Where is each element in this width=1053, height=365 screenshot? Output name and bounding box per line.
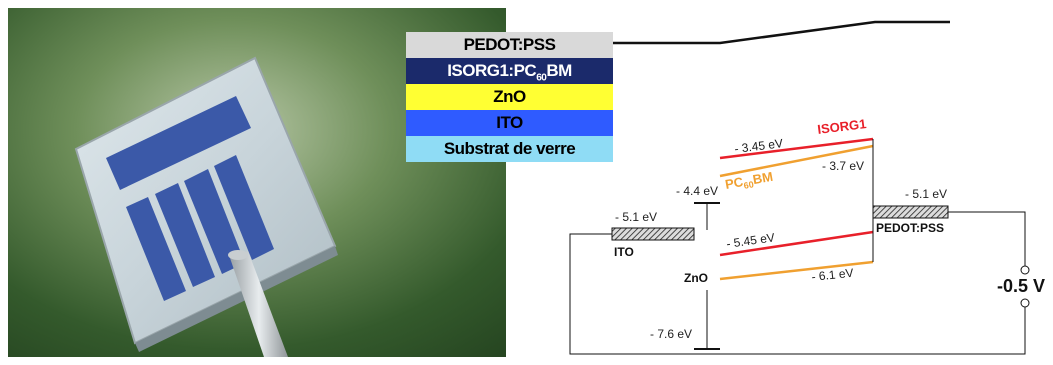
isorg1-lumo-line: [719, 137, 874, 160]
layer-active-label: ISORG1:PC: [447, 61, 537, 80]
layer-zno-label: ZnO: [493, 87, 526, 106]
layer-active-subscript: 60: [536, 72, 547, 84]
layer-pedot-label: PEDOT:PSS: [463, 35, 556, 54]
pedot-electrode: [872, 205, 949, 219]
isorg1-label: ISORG1: [817, 116, 868, 137]
layer-zno: ZnO: [406, 84, 613, 110]
bias-voltage-label: -0.5 V: [997, 276, 1045, 296]
zno-bottom-label: - 7.6 eV: [650, 327, 692, 341]
layer-substrate-label: Substrat de verre: [443, 139, 576, 158]
circuit-wire-right: [948, 211, 1026, 266]
layer-substrate: Substrat de verre: [406, 136, 613, 162]
layer-pedot: PEDOT:PSS: [406, 32, 613, 58]
pcbm-lumo-line: [719, 144, 874, 178]
layer-ito-label: ITO: [496, 113, 523, 132]
ito-electrode: [611, 227, 695, 241]
pcbm-homo-line: [719, 260, 874, 281]
leader-line: [613, 20, 950, 45]
pedot-level-label: - 5.1 eV: [905, 187, 947, 201]
pcbm-lumo-label: - 3.7 eV: [822, 159, 864, 173]
isorg1-lumo-label: - 3.45 eV: [734, 136, 784, 156]
zno-label: ZnO: [684, 271, 708, 285]
circuit-wire-bottom: [569, 233, 1026, 355]
layer-active-label-tail: BM: [546, 61, 572, 80]
terminal-top: [1020, 265, 1030, 275]
pedot-label: PEDOT:PSS: [876, 221, 944, 235]
layer-ito: ITO: [406, 110, 613, 136]
ito-label: ITO: [614, 245, 634, 259]
pcbm-homo-label: - 6.1 eV: [811, 266, 854, 284]
pcbm-label: PC60BM: [724, 169, 775, 194]
ito-level-label: - 5.1 eV: [615, 210, 657, 224]
isorg1-homo-label: - 5.45 eV: [725, 230, 775, 251]
zno-top-label: - 4.4 eV: [676, 184, 718, 198]
terminal-bottom: [1020, 298, 1030, 308]
layer-stack: PEDOT:PSS ISORG1:PC60BM ZnO ITO Substrat…: [406, 32, 613, 162]
isorg1-homo-line: [719, 230, 874, 257]
layer-active: ISORG1:PC60BM: [406, 58, 613, 84]
